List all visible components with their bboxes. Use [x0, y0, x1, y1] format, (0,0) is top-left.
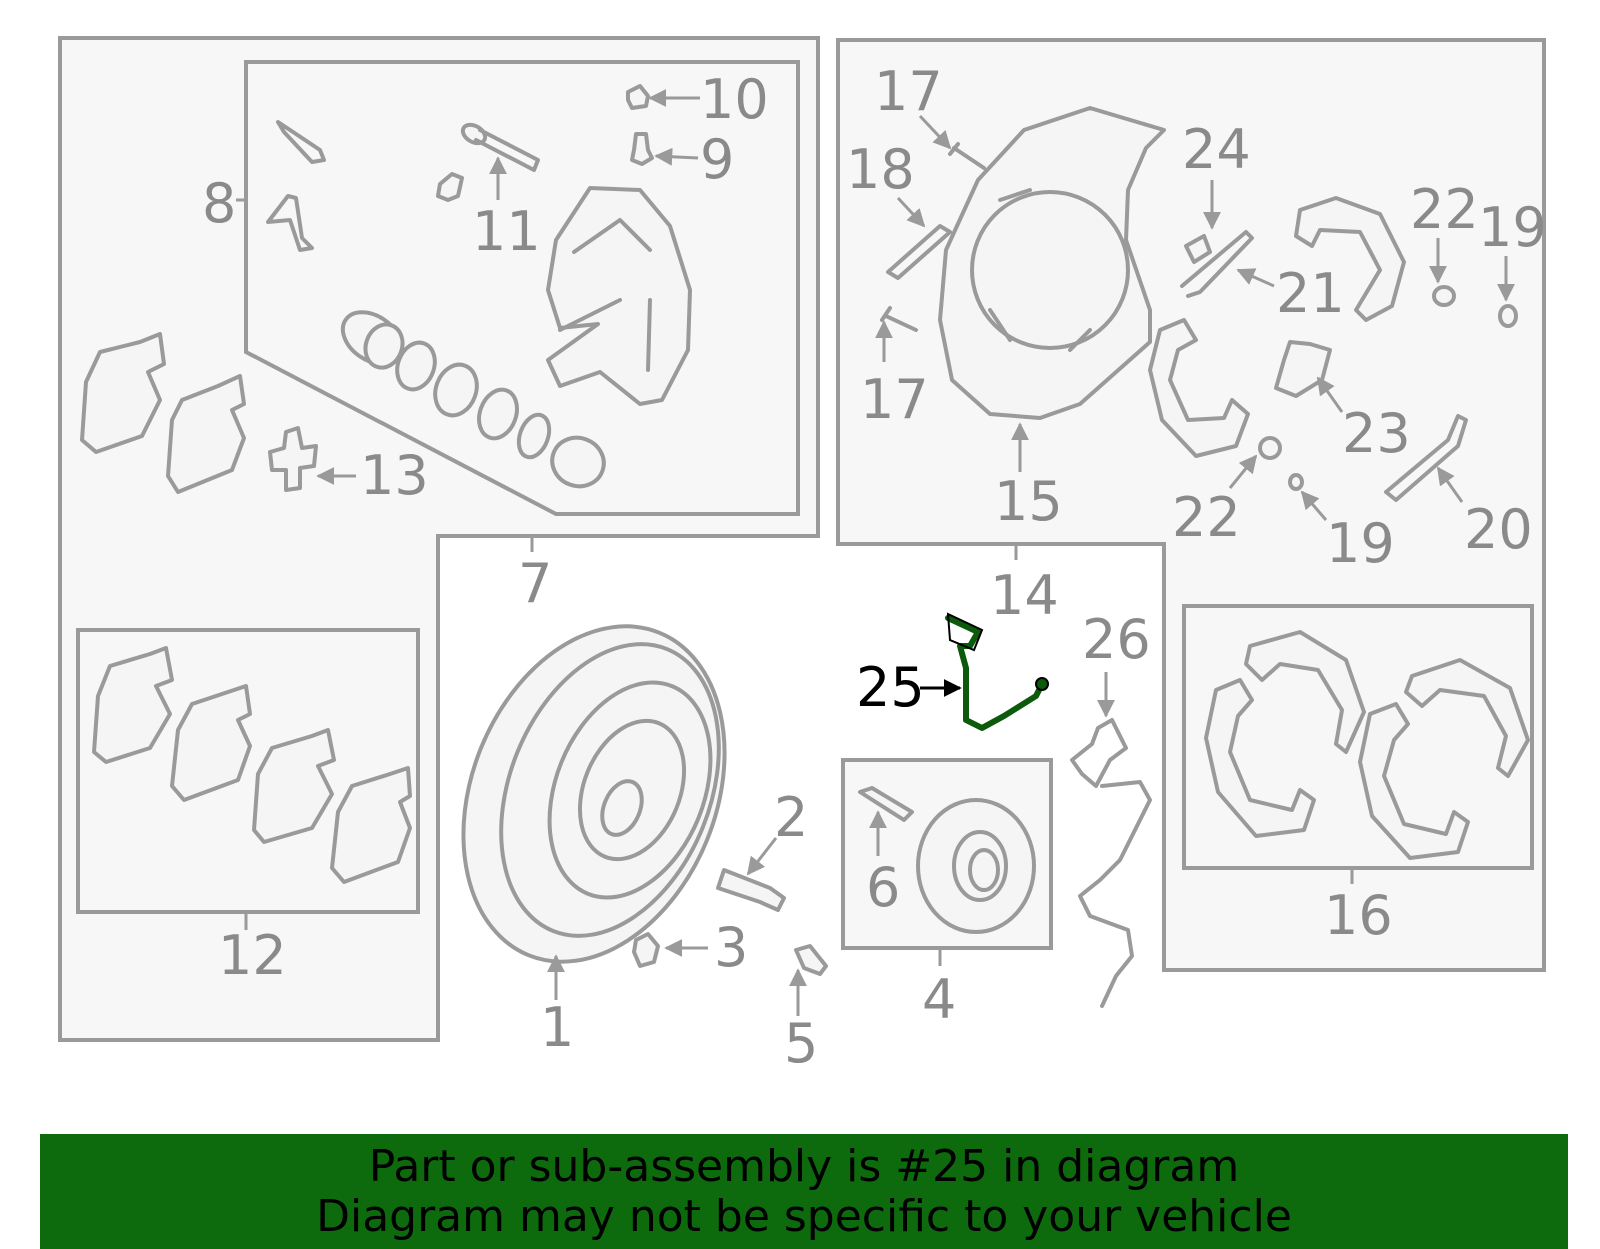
callout-22-top: 22 — [1410, 178, 1479, 241]
part-26-sensor — [1070, 718, 1152, 1008]
callout-1: 1 — [540, 996, 574, 1059]
callout-24: 24 — [1182, 118, 1251, 181]
banner-line-2: Diagram may not be specific to your vehi… — [316, 1191, 1292, 1242]
callout-17-bottom: 17 — [860, 368, 929, 431]
callout-11: 11 — [472, 200, 541, 263]
part-22-bushing-lower — [1258, 436, 1282, 460]
callout-20: 20 — [1464, 498, 1533, 561]
part-15-backing-plate — [938, 106, 1166, 420]
part-23-lever — [1274, 340, 1332, 398]
part-piston-seals — [340, 310, 606, 489]
group-box-16 — [1182, 604, 1534, 870]
part-shoe-lower — [1148, 318, 1250, 458]
callout-16: 16 — [1324, 884, 1393, 947]
callout-3: 3 — [714, 916, 748, 979]
part-16-shoe-kit — [1204, 630, 1530, 860]
callout-6: 6 — [866, 856, 900, 919]
part-2-bolt — [716, 868, 786, 912]
part-10-cap — [626, 84, 650, 110]
part-pad-a — [80, 332, 166, 454]
part-caliper-body — [546, 186, 692, 406]
callout-4: 4 — [922, 968, 956, 1031]
part-13-clip — [268, 426, 318, 492]
part-24-pin — [1184, 234, 1212, 264]
callout-10: 10 — [700, 68, 769, 131]
callout-13: 13 — [360, 444, 429, 507]
part-4-hub — [916, 798, 1036, 934]
part-caliper-detail — [558, 218, 652, 372]
part-pad-b — [166, 374, 246, 494]
part-20-strut — [1384, 414, 1468, 502]
callout-7: 7 — [518, 552, 552, 615]
part-5-screw — [794, 944, 828, 976]
part-12-pads — [92, 646, 412, 884]
part-6-stud — [858, 786, 914, 822]
part-25-brake-hose — [945, 612, 1049, 731]
part-3-plug — [632, 932, 660, 968]
callout-8: 8 — [202, 172, 236, 235]
callout-14: 14 — [990, 564, 1059, 627]
part-22-bushing-upper — [1432, 285, 1456, 307]
callout-19-bottom: 19 — [1326, 512, 1395, 575]
callout-17-top: 17 — [874, 60, 943, 123]
callout-21: 21 — [1276, 262, 1345, 325]
callout-12: 12 — [218, 924, 287, 987]
part-8-clip-a — [276, 120, 326, 164]
callout-22-bottom: 22 — [1172, 486, 1241, 549]
part-9-bleeder — [630, 132, 654, 166]
callout-19-top: 19 — [1478, 196, 1547, 259]
part-11-bolt — [436, 122, 540, 202]
part-18-adjuster — [886, 224, 952, 280]
info-banner: Part or sub-assembly is #25 in diagram D… — [40, 1134, 1568, 1249]
part-17-bolt-bottom — [880, 306, 918, 332]
callout-9: 9 — [700, 128, 734, 191]
part-shoe-upper — [1294, 196, 1406, 322]
callout-25: 25 — [856, 656, 925, 719]
callout-23: 23 — [1342, 402, 1411, 465]
part-19-washer-upper — [1498, 304, 1518, 328]
banner-line-1: Part or sub-assembly is #25 in diagram — [368, 1141, 1240, 1192]
callout-26: 26 — [1082, 608, 1151, 671]
leader-lines — [236, 89, 1515, 1016]
part-1-rotor — [461, 624, 727, 964]
callout-18: 18 — [846, 138, 915, 201]
callout-15: 15 — [994, 470, 1063, 533]
callout-2: 2 — [774, 786, 808, 849]
part-8-clip-b — [266, 194, 314, 252]
callout-5: 5 — [784, 1012, 818, 1075]
part-21-spring — [1180, 230, 1254, 298]
part-19-washer-lower — [1288, 473, 1304, 491]
part-17-bolt-top — [948, 142, 986, 170]
